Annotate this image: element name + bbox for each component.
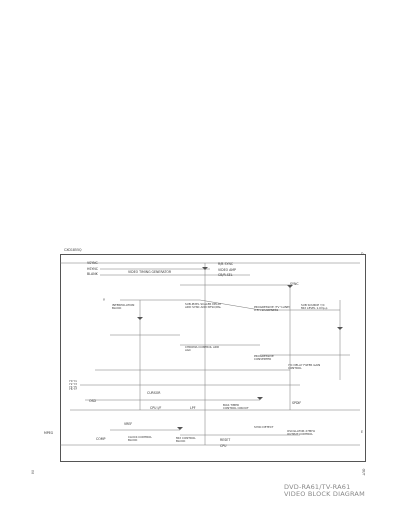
caption-model: DVD-RA61/TV-RA61 xyxy=(284,483,351,491)
y-in-label: Y xyxy=(103,298,105,302)
cpu2-label: CPU xyxy=(220,444,227,448)
diagram-caption: DVD-RA61/TV-RA61 VIDEO BLOCK DIAGRAM xyxy=(284,483,365,499)
clock-label: CLOCK CONTROL BLOCK xyxy=(128,435,152,442)
cursor-label: CURSOR xyxy=(147,391,161,395)
reset-label: RESET xyxy=(220,438,231,442)
gen-block-label: SUB-PIXEL SCALER DELAY ADD SYNC ADD NTSC… xyxy=(185,302,222,309)
prog2-label: PROGRESSIVE CONVERTER xyxy=(254,354,274,361)
yc-pins-label: Y0 Y1 Y2 Y3 Y4 Y5 Y6 Y7 xyxy=(69,379,77,392)
osd-label: OSD xyxy=(89,399,96,403)
chip-label: CXD1855Q xyxy=(64,248,82,252)
vsync-label: VSYNC xyxy=(87,261,98,265)
vref-label: VREF xyxy=(124,422,133,426)
video-timing-label: VIDEO TIMING GENERATOR xyxy=(128,270,172,274)
sync-det-label: SYNC DETECT xyxy=(254,425,274,429)
side-label-right-mid: E xyxy=(361,430,364,434)
right-edge-label: OUT xyxy=(361,468,366,476)
mix-label: MIX CONTROL BLOCK xyxy=(176,436,196,443)
cpu-if-label: CPU I/F xyxy=(150,406,162,410)
chroma-label: CHROMA CONTROL ADD AGC xyxy=(185,345,220,352)
sub-source-label: SUB SOURCE Y/C MIX LEVEL 1.0Vp-p xyxy=(301,303,328,310)
ycd-filter-label: Y/C DELAY FILTER GAIN CONTROL xyxy=(288,363,321,370)
caption-title: VIDEO BLOCK DIAGRAM xyxy=(284,490,365,499)
osc-label: OSCILLATOR 27MHz OUTPUT CONTROL xyxy=(287,429,315,436)
hsync-label: HSYNC xyxy=(87,267,98,271)
side-label-top-right: D xyxy=(361,252,364,256)
cr-sel-label: CB/R-SEL xyxy=(218,273,233,277)
interp-label: INTERPOLATION BLOCK xyxy=(112,303,135,310)
left-edge-label: IN xyxy=(30,470,35,474)
blank-label: BLANK xyxy=(87,272,98,276)
video-amp-label: VIDEO AMP xyxy=(218,268,236,272)
diagram-frame xyxy=(60,254,366,462)
bus-sel-label: R/B SYNC xyxy=(218,262,234,266)
lpf-label: LPF xyxy=(190,406,196,410)
out-sync-label: SYNC xyxy=(290,282,299,286)
comp-label: COMP xyxy=(96,437,106,441)
mpeg-in-label: MPEG xyxy=(44,431,54,435)
prog-label: PROGRESSIVE (TV Y-LINE) 0.5H SHARPNESS xyxy=(254,305,290,312)
bias-timer-label: BIAS TIMER CONTROL CIRCUIT xyxy=(223,403,249,410)
spdif-label: SPDIF xyxy=(292,401,302,405)
